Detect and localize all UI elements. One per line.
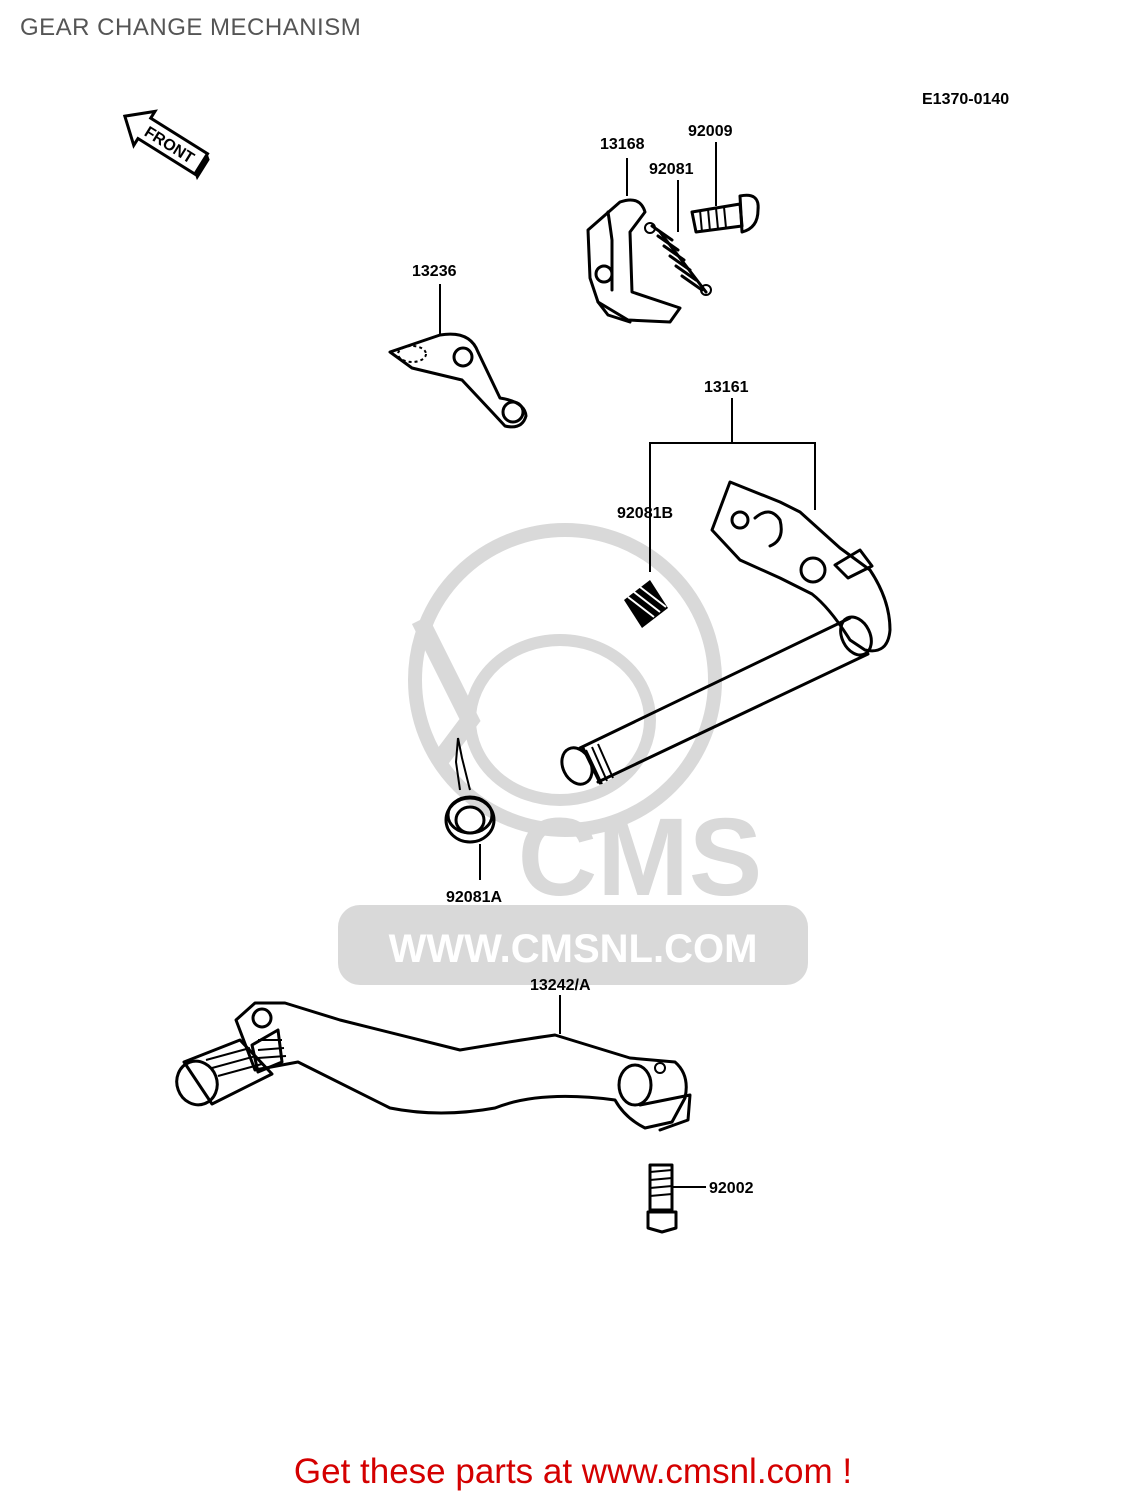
watermark-banner <box>338 905 808 985</box>
label-92009: 92009 <box>688 123 733 140</box>
part-92081b-spring <box>624 580 668 628</box>
label-13168: 13168 <box>600 136 645 153</box>
label-13242: 13242/A <box>530 977 591 994</box>
watermark-brand: CMS <box>518 796 762 919</box>
part-13242-shift-pedal <box>175 1001 692 1132</box>
front-arrow-icon: FRONT <box>122 109 210 181</box>
label-13236: 13236 <box>412 263 457 280</box>
part-13161-shift-shaft <box>560 480 892 786</box>
label-92081a: 92081A <box>446 889 502 906</box>
label-92081b: 92081B <box>617 505 673 522</box>
leader-13161 <box>649 398 816 572</box>
footer-promo-link[interactable]: Get these parts at www.cmsnl.com ! <box>293 1452 853 1491</box>
watermark-wrench <box>411 615 481 766</box>
watermark-url: WWW.CMSNL.COM <box>389 927 758 971</box>
diagram-code: E1370-0140 <box>922 91 1009 108</box>
watermark-mascot-face <box>464 634 656 806</box>
part-92002-bolt <box>646 1163 678 1234</box>
part-13236-plate <box>388 332 528 429</box>
cms-watermark: CMS WWW.CMSNL.COM <box>338 523 808 985</box>
label-92081: 92081 <box>649 161 694 178</box>
page-title: GEAR CHANGE MECHANISM <box>20 14 362 41</box>
part-13168-bracket <box>586 198 682 324</box>
part-92081a-return-spring <box>444 737 496 844</box>
label-13161: 13161 <box>704 379 749 396</box>
watermark-mascot-head <box>408 523 722 837</box>
part-92081-spring <box>644 222 712 296</box>
label-92002: 92002 <box>709 1180 754 1197</box>
part-92009-bolt <box>690 193 760 234</box>
